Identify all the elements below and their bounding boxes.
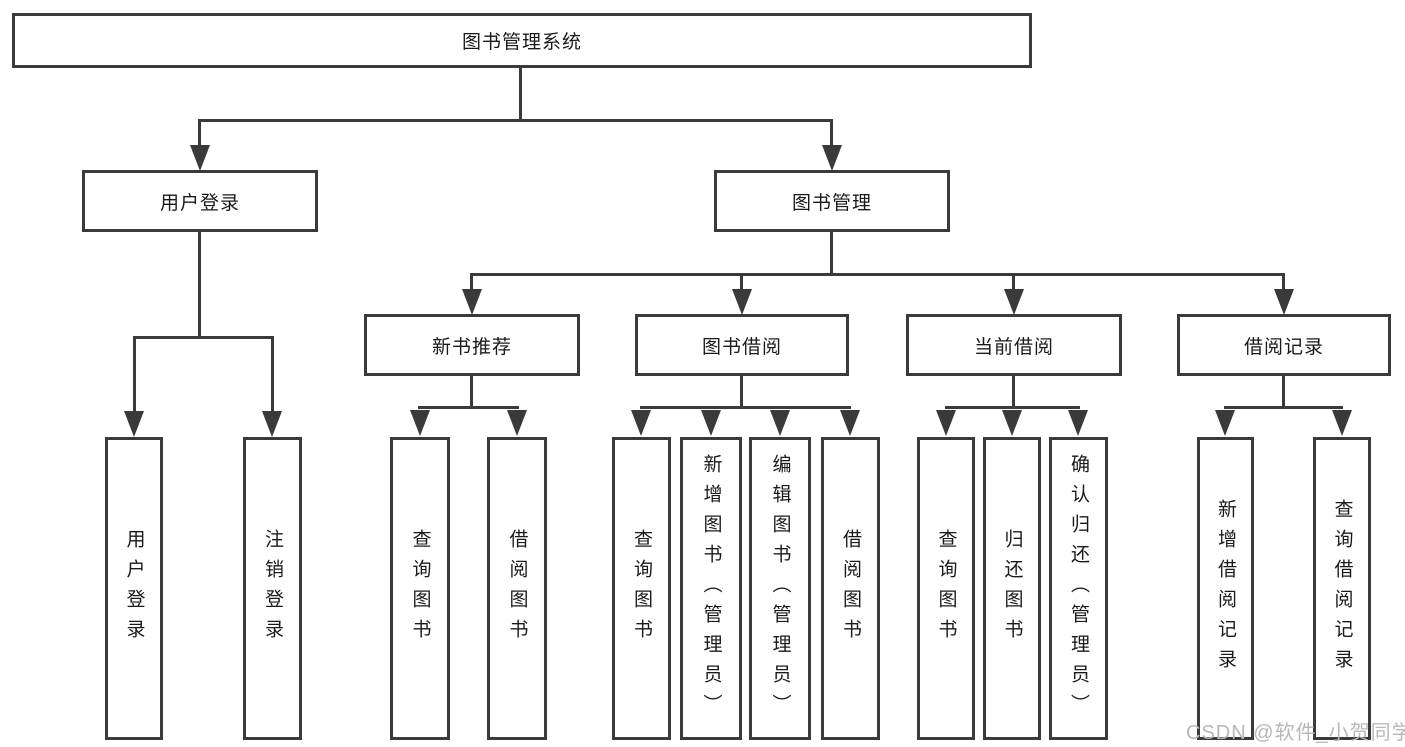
connector-logout-drop (271, 336, 274, 411)
node-leaf-confirm-return-admin-label: 确认归还（管理员） (1068, 453, 1089, 724)
node-book-management-label: 图书管理 (791, 192, 872, 214)
connector-new-book-rail (418, 406, 519, 409)
arrowhead-down-icon (1215, 410, 1235, 436)
connector-login-drop (133, 336, 136, 411)
connector-borrow-records-rail (1224, 406, 1343, 409)
arrowhead-down-icon (1004, 289, 1024, 315)
node-book-borrow-label: 图书借阅 (701, 336, 782, 358)
node-user-login-label: 用户登录 (159, 192, 240, 214)
connector-user-login-rail (133, 336, 274, 339)
node-user-login: 用户登录 (82, 170, 318, 232)
node-leaf-borrow-book-2: 借阅图书 (821, 437, 880, 740)
connector-current-borrow-rail (945, 406, 1080, 409)
arrowhead-down-icon (1002, 410, 1022, 436)
arrowhead-down-icon (190, 145, 210, 171)
arrowhead-down-icon (410, 410, 430, 436)
connector-book-borrow-rail (640, 406, 851, 409)
arrowhead-down-icon (262, 411, 282, 437)
connector-root-stem (519, 68, 522, 122)
connector-user-login-drop (198, 119, 201, 147)
node-leaf-confirm-return-admin: 确认归还（管理员） (1049, 437, 1108, 740)
arrowhead-down-icon (124, 411, 144, 437)
node-current-borrow-label: 当前借阅 (973, 336, 1054, 358)
node-leaf-add-book-admin-label: 新增图书（管理员） (700, 453, 722, 724)
node-leaf-add-book-admin: 新增图书（管理员） (680, 437, 742, 740)
node-leaf-edit-book-admin-label: 编辑图书（管理员） (769, 453, 791, 724)
connector-book-borrow-stem (740, 376, 743, 409)
node-leaf-logout: 注销登录 (243, 437, 302, 740)
node-leaf-logout-label: 注销登录 (262, 528, 283, 649)
connector-new-book-drop (470, 273, 473, 291)
connector-level3-rail (470, 273, 1285, 276)
node-leaf-edit-book-admin: 编辑图书（管理员） (749, 437, 811, 740)
node-root-label: 图书管理系统 (461, 32, 582, 53)
arrowhead-down-icon (936, 410, 956, 436)
arrowhead-down-icon (1274, 289, 1294, 315)
node-borrow-records-label: 借阅记录 (1243, 336, 1324, 358)
node-leaf-query-book-1: 查询图书 (390, 437, 450, 740)
connector-current-borrow-drop (1012, 273, 1015, 291)
connector-user-login-stem (198, 232, 201, 338)
node-root: 图书管理系统 (12, 13, 1032, 68)
node-leaf-query-book-2-label: 查询图书 (631, 528, 652, 649)
node-new-book-recommend-label: 新书推荐 (431, 336, 512, 358)
node-leaf-borrow-book-1-label: 借阅图书 (506, 528, 528, 649)
connector-new-book-stem (470, 376, 473, 409)
node-leaf-add-borrow-record-label: 新增借阅记录 (1215, 498, 1236, 679)
arrowhead-down-icon (840, 410, 860, 436)
arrowhead-down-icon (701, 410, 721, 436)
connector-borrow-records-drop (1282, 273, 1285, 291)
node-new-book-recommend: 新书推荐 (364, 314, 580, 376)
arrowhead-down-icon (462, 289, 482, 315)
node-leaf-query-borrow-record: 查询借阅记录 (1313, 437, 1371, 740)
arrowhead-down-icon (631, 410, 651, 436)
node-leaf-user-login: 用户登录 (105, 437, 163, 740)
node-leaf-query-borrow-record-label: 查询借阅记录 (1331, 498, 1353, 679)
connector-level2-rail (198, 119, 833, 122)
node-leaf-borrow-book-1: 借阅图书 (487, 437, 547, 740)
node-leaf-return-book: 归还图书 (983, 437, 1041, 740)
node-leaf-query-book-2: 查询图书 (612, 437, 671, 740)
node-book-borrow: 图书借阅 (635, 314, 849, 376)
node-leaf-user-login-label: 用户登录 (123, 528, 145, 649)
node-leaf-query-book-3: 查询图书 (917, 437, 975, 740)
node-borrow-records: 借阅记录 (1177, 314, 1391, 376)
node-leaf-query-book-1-label: 查询图书 (409, 528, 431, 649)
connector-borrow-records-stem (1282, 376, 1285, 409)
arrowhead-down-icon (822, 145, 842, 171)
arrowhead-down-icon (507, 410, 527, 436)
arrowhead-down-icon (770, 410, 790, 436)
connector-book-management-stem (830, 232, 833, 276)
node-book-management: 图书管理 (714, 170, 950, 232)
node-leaf-add-borrow-record: 新增借阅记录 (1197, 437, 1254, 740)
arrowhead-down-icon (1068, 410, 1088, 436)
connector-book-borrow-drop (740, 273, 743, 291)
watermark: CSDN @软件_小贺同学 (1186, 722, 1405, 744)
node-leaf-query-book-3-label: 查询图书 (935, 528, 957, 649)
node-leaf-borrow-book-2-label: 借阅图书 (840, 528, 861, 649)
connector-book-management-drop (830, 119, 833, 147)
arrowhead-down-icon (732, 289, 752, 315)
arrowhead-down-icon (1332, 410, 1352, 436)
connector-current-borrow-stem (1012, 376, 1015, 409)
node-leaf-return-book-label: 归还图书 (1001, 528, 1023, 649)
node-current-borrow: 当前借阅 (906, 314, 1122, 376)
